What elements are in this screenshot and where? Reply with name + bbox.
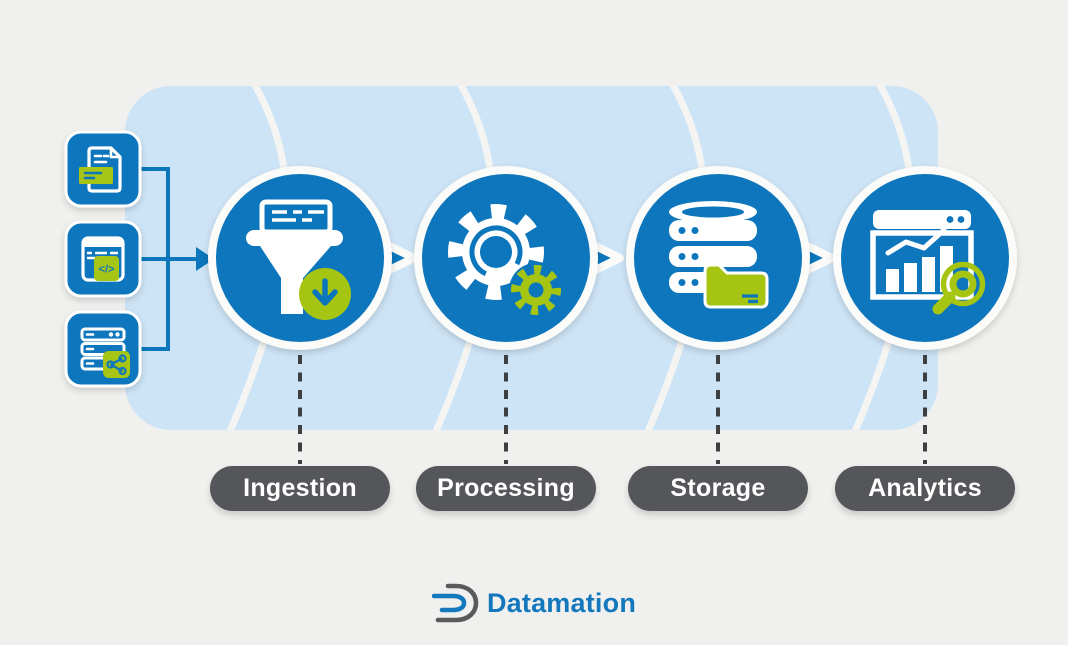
source-card-documents xyxy=(64,130,142,208)
chart-window-icon xyxy=(870,210,974,300)
stage-label-processing: Processing xyxy=(416,466,596,511)
stage-bubble-storage xyxy=(626,166,836,350)
download-badge-icon xyxy=(299,268,351,320)
share-icon xyxy=(103,351,130,378)
document-icon xyxy=(79,146,122,193)
datamation-logo: Datamation xyxy=(0,582,1068,624)
datamation-wordmark: Datamation xyxy=(486,587,637,618)
code-window-icon: </> xyxy=(81,236,125,282)
label-leaders xyxy=(298,355,927,464)
highlight-note xyxy=(79,167,113,184)
funnel-download-icon xyxy=(246,199,351,320)
stage-label-analytics: Analytics xyxy=(835,466,1015,511)
stage-bubble-analytics xyxy=(833,166,1017,350)
small-gear-icon xyxy=(509,263,563,317)
database-folder-icon xyxy=(669,201,769,309)
large-gear-icon xyxy=(448,204,544,300)
source-card-code: </> xyxy=(64,220,142,298)
code-badge-icon xyxy=(94,256,119,281)
source-card-servers xyxy=(64,310,142,388)
gears-icon xyxy=(448,204,563,317)
chart-magnifier-icon xyxy=(870,210,986,315)
datamation-logo-mark-icon xyxy=(431,583,479,623)
funnel-body xyxy=(260,246,331,314)
folder-icon xyxy=(701,263,769,309)
code-badge-text: </> xyxy=(99,264,115,276)
stage-label-ingestion: Ingestion xyxy=(210,466,390,511)
stage-bubble-ingestion xyxy=(208,166,418,350)
stage-label-storage: Storage xyxy=(628,466,808,511)
source-connectors xyxy=(141,167,214,351)
connector-arrowhead-icon xyxy=(196,247,214,271)
magnifier-icon xyxy=(932,261,986,315)
document-sheet xyxy=(259,199,333,235)
stage-bubble-processing xyxy=(414,166,624,350)
